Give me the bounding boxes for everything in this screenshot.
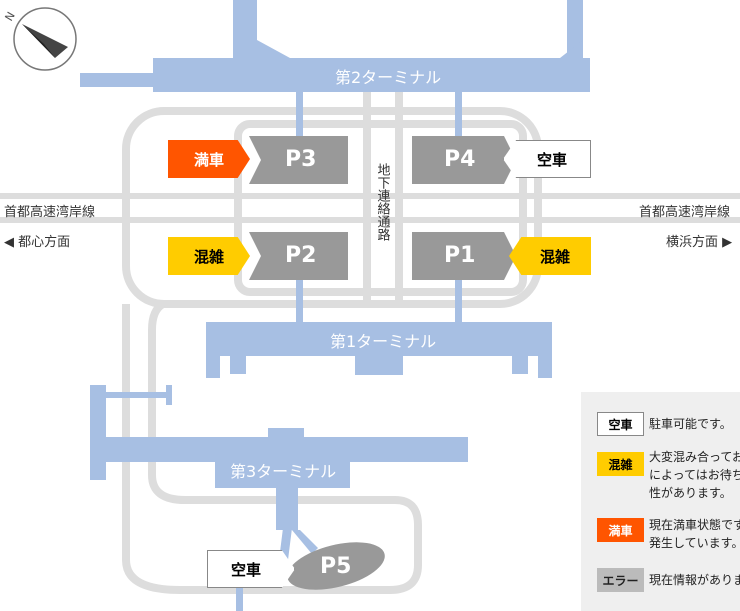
highway-name-left: 首都高速湾岸線 (4, 205, 96, 220)
legend-desc-error: 現在情報がありま (649, 573, 740, 587)
highway-road (0, 193, 740, 223)
direction-tokyo: ◀ 都心方面 (4, 235, 71, 250)
legend-swatch-empty: 空車 (597, 412, 644, 436)
parking-p5-label[interactable]: P5 (320, 554, 352, 579)
legend-desc-empty: 駐車可能です。 (649, 417, 732, 431)
legend-swatch-busy: 混雑 (597, 452, 644, 476)
terminal-1-shape (206, 322, 552, 378)
status-badge-p1-text: 混雑 (539, 247, 570, 266)
status-badge-p5: 空車 (207, 550, 295, 588)
status-badge-p5-text: 空車 (230, 560, 261, 579)
legend-swatch-full: 満車 (597, 518, 644, 542)
legend-swatch-error: エラー (597, 568, 644, 592)
inner-ring-road (234, 120, 527, 296)
legend-desc-busy: 大変混み合ってお によってはお待ち 性があります。 (649, 450, 740, 500)
parking-p3-shape (249, 136, 348, 184)
parking-p5-shape (287, 542, 385, 590)
direction-yokohama: 横浜方面 ▶ (666, 235, 733, 250)
parking-p3-label[interactable]: P3 (285, 147, 317, 172)
parking-p4-shape (412, 136, 516, 184)
compass-icon (13, 7, 77, 71)
status-legend: 空車 駐車可能です。 混雑 大変混み合ってお によってはお待ち 性があります。 … (581, 392, 740, 611)
parking-p2-label[interactable]: P2 (285, 243, 317, 268)
status-badge-p4-text: 空車 (536, 150, 567, 169)
terminal-3-label: 第3ターミナル (230, 462, 337, 481)
status-badge-p2: 混雑 (168, 237, 250, 275)
terminal-connectors (296, 90, 462, 322)
terminal-1-label: 第1ターミナル (330, 332, 437, 351)
status-badge-p3: 満車 (168, 140, 250, 178)
parking-p1-label[interactable]: P1 (444, 243, 476, 268)
south-loop-road (122, 300, 422, 594)
status-badge-p1: 混雑 (509, 237, 591, 275)
underground-passage-text: 地下連絡通路 (374, 163, 390, 241)
parking-p4-label[interactable]: P4 (444, 147, 476, 172)
terminal-2-shape (80, 0, 590, 92)
underground-passage-label: 地下連絡通路 (373, 163, 390, 241)
highway-name-right: 首都高速湾岸線 (639, 205, 731, 220)
terminal-2-label: 第2ターミナル (335, 68, 442, 87)
parking-lots (249, 136, 516, 590)
status-badge-p4: 空車 (503, 140, 591, 178)
legend-desc-full: 現在満車状態です 発生しています。 (649, 518, 740, 550)
parking-p2-shape (249, 232, 348, 280)
terminal-3-shape (90, 385, 468, 611)
outer-ring-road (122, 107, 542, 308)
parking-p1-shape (412, 232, 516, 280)
